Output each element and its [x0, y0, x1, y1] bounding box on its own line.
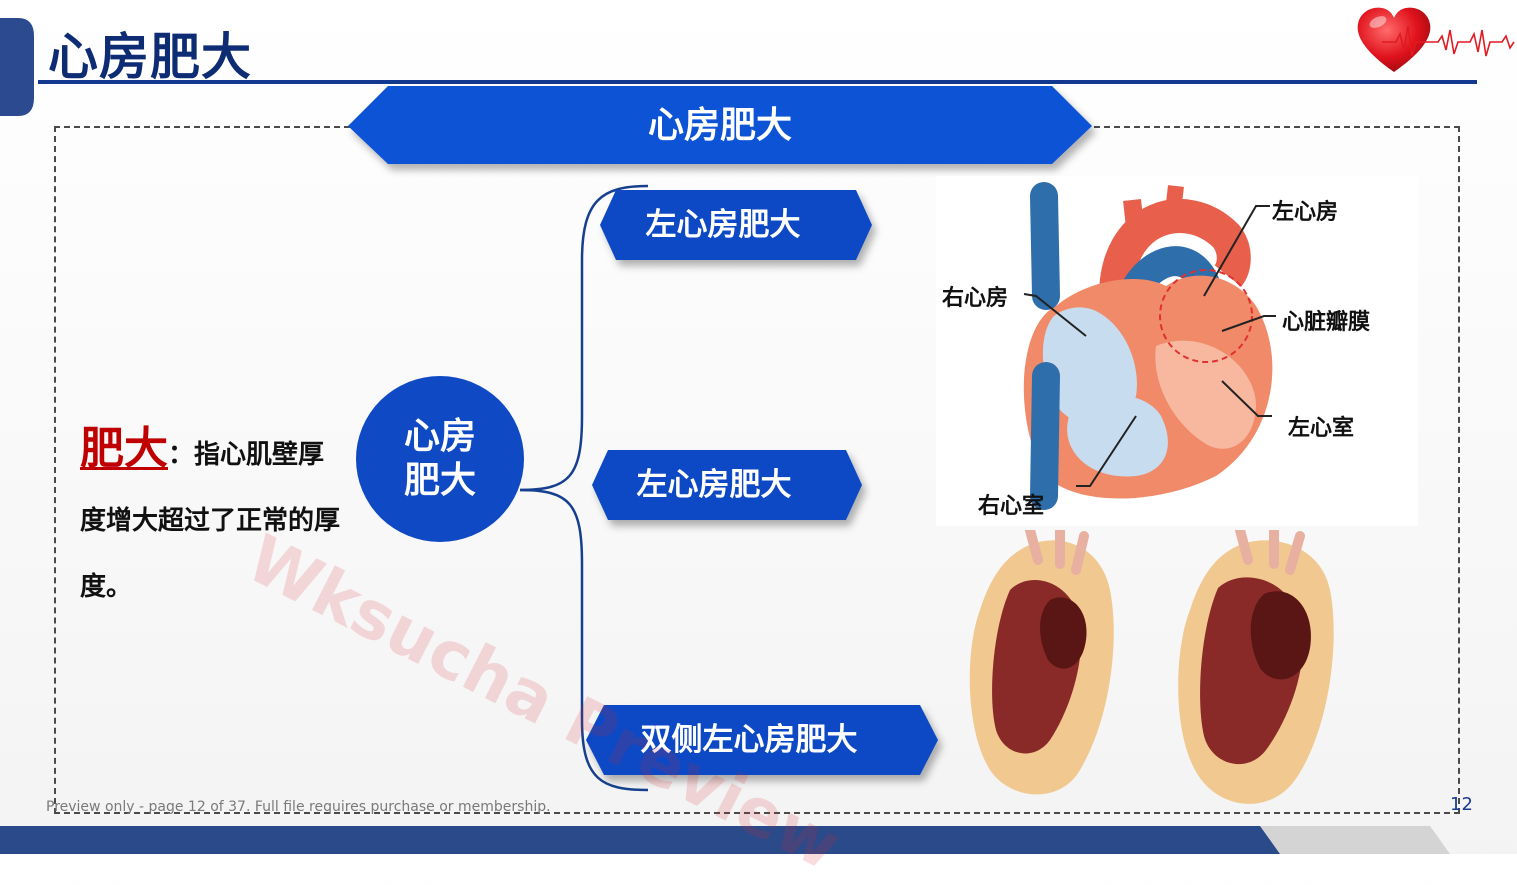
banner-shape [348, 86, 1092, 164]
preview-notice: Preview only - page 12 of 37. Full file … [46, 799, 551, 815]
definition-term: 肥大 [80, 423, 168, 474]
heart-diagram-illustration [1023, 182, 1276, 510]
banner-title: 心房肥大 [647, 105, 792, 146]
branch-1-label: 左心房肥大 [645, 207, 801, 243]
heart-section-enlarged [1178, 530, 1334, 804]
heart-cross-section-images [969, 530, 1334, 804]
mindmap-connectors [519, 184, 649, 792]
label-left-ventricle: 左心室 [1288, 416, 1355, 441]
title-underline [38, 80, 1477, 84]
definition-body: 指心肌壁厚度增大超过了正常的厚度。 [80, 440, 341, 602]
definition-text: 肥大：指心肌壁厚度增大超过了正常的厚度。 [80, 416, 340, 620]
heart-section-normal [969, 530, 1114, 795]
page-title: 心房肥大 [48, 28, 252, 86]
left-edge-tab [0, 18, 34, 116]
branch-3-label: 双侧左心房肥大 [640, 722, 858, 758]
heart-ecg-icon [1357, 7, 1515, 72]
center-node-label: 心房肥大 [403, 416, 476, 501]
definition-separator: ： [168, 440, 195, 470]
center-node: 心房肥大 [356, 376, 524, 542]
page-number: 12 [1450, 794, 1473, 815]
footer-bar [0, 826, 1450, 854]
branch-1-shape [600, 190, 872, 260]
label-left-atrium: 左心房 [1272, 200, 1339, 225]
heart-anatomy-diagram: 左心房 右心房 心脏瓣膜 左心室 右心室 [936, 176, 1418, 526]
label-valve: 心脏瓣膜 [1282, 310, 1371, 335]
label-right-atrium: 右心房 [942, 286, 1009, 311]
label-right-ventricle: 右心室 [978, 494, 1045, 519]
branch-2-label: 左心房肥大 [636, 467, 792, 503]
branch-2-shape [592, 450, 862, 520]
branch-3-shape [586, 705, 938, 775]
